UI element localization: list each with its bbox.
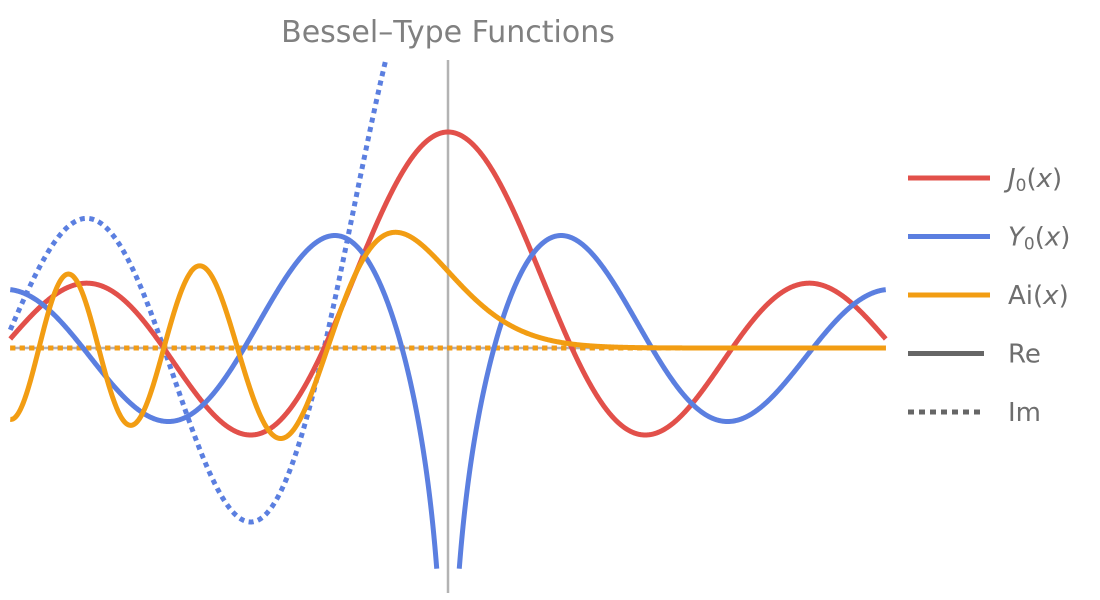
series-line-y0-im-im (7, 60, 388, 525)
chart-title: Bessel–Type Functions (281, 15, 615, 50)
legend-label-y0: Y0(x) (1008, 223, 1070, 255)
series-line-j0-re (8, 129, 888, 438)
legend-label-j0: J0(x) (1003, 164, 1062, 196)
series-group (7, 60, 888, 569)
legend-label-im: Im (1008, 398, 1041, 428)
legend-label-re: Re (1008, 340, 1041, 370)
legend-label-ai: Ai(x) (1008, 281, 1069, 311)
series-line-ai-re (8, 229, 888, 441)
